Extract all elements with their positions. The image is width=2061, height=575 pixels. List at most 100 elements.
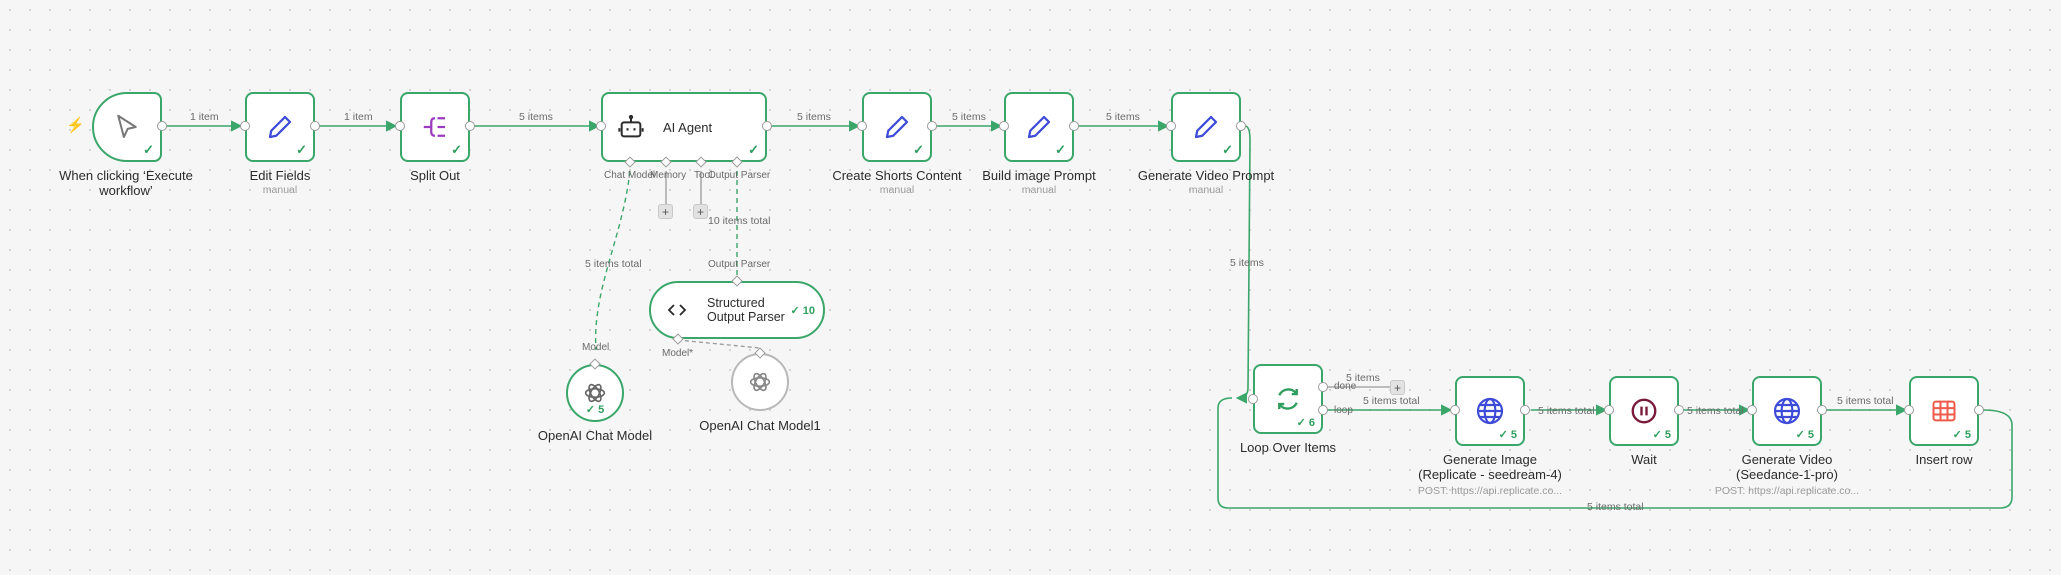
success-check-icon: ✓ (748, 142, 759, 157)
loop-icon (1273, 384, 1303, 414)
node-title-trigger: When clicking ‘Execute workflow’ (59, 168, 193, 198)
success-count-badge: ✓ 5 (585, 404, 605, 416)
success-check-icon: ✓ (451, 142, 462, 157)
port-label-model-star: Model* (662, 348, 694, 359)
edge-label: 5 items (1106, 111, 1140, 123)
output-port[interactable] (1974, 405, 1984, 415)
input-port[interactable] (1248, 394, 1258, 404)
output-port[interactable] (465, 121, 475, 131)
node-subtitle-generate-video-prompt: manual (1188, 184, 1224, 196)
output-port[interactable] (762, 121, 772, 131)
pause-icon (1629, 396, 1659, 426)
input-port[interactable] (1166, 121, 1176, 131)
pencil-icon (1024, 112, 1054, 142)
edge-label: 5 items total (1587, 501, 1644, 513)
port-label-tool: Tool (694, 170, 713, 181)
output-port[interactable] (310, 121, 320, 131)
port-label-parser-input: Output Parser (708, 259, 771, 270)
pencil-icon (1191, 112, 1221, 142)
globe-icon (1771, 395, 1803, 427)
node-subtitle-generate-image: POST: https://api.replicate.co... (1417, 485, 1563, 497)
node-wait[interactable]: ✓ 5 (1609, 376, 1679, 446)
output-port[interactable] (1817, 405, 1827, 415)
node-generate-video-prompt[interactable]: ✓ (1171, 92, 1241, 162)
port-label-loop: loop (1334, 405, 1353, 416)
node-split-out[interactable]: ✓ (400, 92, 470, 162)
node-generate-video[interactable]: ✓ 5 (1752, 376, 1822, 446)
output-port[interactable] (1674, 405, 1684, 415)
node-trigger[interactable]: ✓ (92, 92, 162, 162)
port-label-output-parser: Output Parser (708, 170, 771, 181)
node-title-openai-chat-model: OpenAI Chat Model (537, 428, 653, 443)
node-openai-chat-model[interactable]: ✓ 5 (566, 364, 624, 422)
input-port[interactable] (395, 121, 405, 131)
node-title-split-out: Split Out (410, 168, 460, 183)
input-port[interactable] (1604, 405, 1614, 415)
node-create-shorts[interactable]: ✓ (862, 92, 932, 162)
success-count-badge: ✓ 5 (1498, 429, 1517, 441)
port-label-done: done (1334, 381, 1357, 392)
node-title-generate-image: Generate Image(Replicate - seedream-4) (1418, 452, 1562, 482)
add-tool-button[interactable]: + (693, 204, 708, 219)
node-title-create-shorts: Create Shorts Content (832, 168, 962, 183)
edge-label: 5 items (1230, 257, 1264, 269)
edge-label: 5 items total (1538, 405, 1595, 417)
input-port[interactable] (1904, 405, 1914, 415)
node-title-generate-video-prompt: Generate Video Prompt (1137, 168, 1275, 183)
output-port[interactable] (157, 121, 167, 131)
node-subtitle-create-shorts: manual (879, 184, 915, 196)
node-title-edit-fields: Edit Fields (249, 168, 311, 183)
openai-icon (746, 368, 774, 396)
success-count-badge: ✓ 5 (1652, 429, 1671, 441)
add-done-button[interactable]: + (1390, 380, 1405, 395)
output-port-done[interactable] (1318, 382, 1328, 392)
node-ai-agent[interactable]: AI Agent ✓ (601, 92, 767, 162)
input-port[interactable] (1450, 405, 1460, 415)
port-label-memory: Memory (650, 170, 687, 181)
node-generate-image[interactable]: ✓ 5 (1455, 376, 1525, 446)
edge-label: 5 items total (585, 258, 642, 270)
code-icon (665, 298, 689, 322)
output-port[interactable] (1236, 121, 1246, 131)
port-label-model: Model (582, 342, 610, 353)
edge-label: 5 items total (1687, 405, 1744, 417)
edge-insert-back (1217, 397, 2013, 509)
input-port[interactable] (596, 121, 606, 131)
node-title-generate-video: Generate Video(Seedance-1-pro) (1736, 452, 1838, 482)
node-title-insert-row: Insert row (1915, 452, 1973, 467)
pencil-icon (882, 112, 912, 142)
input-port[interactable] (240, 121, 250, 131)
node-title-loop-over-items: Loop Over Items (1239, 440, 1337, 455)
node-build-image-prompt[interactable]: ✓ (1004, 92, 1074, 162)
success-check-icon: ✓ (296, 142, 307, 157)
edge-label: 5 items (797, 111, 831, 123)
edge-label: 5 items total (1837, 395, 1894, 407)
node-title-openai-chat-model1: OpenAI Chat Model1 (699, 418, 821, 433)
output-port[interactable] (927, 121, 937, 131)
output-port[interactable] (1069, 121, 1079, 131)
openai-icon (581, 379, 609, 407)
add-memory-button[interactable]: + (658, 204, 673, 219)
node-openai-chat-model1[interactable] (731, 353, 789, 411)
input-port[interactable] (1747, 405, 1757, 415)
node-subtitle-edit-fields: manual (262, 184, 298, 196)
node-subtitle-generate-video: POST: https://api.replicate.co... (1714, 485, 1860, 497)
success-check-icon: ✓ (1055, 142, 1066, 157)
output-port[interactable] (1520, 405, 1530, 415)
input-port[interactable] (999, 121, 1009, 131)
node-insert-row[interactable]: ✓ 5 (1909, 376, 1979, 446)
edge-label: 5 items (1346, 372, 1380, 384)
edge-label: 5 items total (1363, 395, 1420, 407)
edge-label: 5 items (952, 111, 986, 123)
edge-label: 10 items total (708, 215, 771, 227)
cursor-icon (112, 112, 142, 142)
node-title-wait: Wait (1631, 452, 1657, 467)
node-edit-fields[interactable]: ✓ (245, 92, 315, 162)
output-port-loop[interactable] (1318, 405, 1328, 415)
node-loop-over-items[interactable]: ✓ 6 (1253, 364, 1323, 434)
node-title-ai-agent: AI Agent (663, 119, 713, 135)
port-label-chat-model: Chat Model (604, 170, 656, 181)
input-port[interactable] (857, 121, 867, 131)
